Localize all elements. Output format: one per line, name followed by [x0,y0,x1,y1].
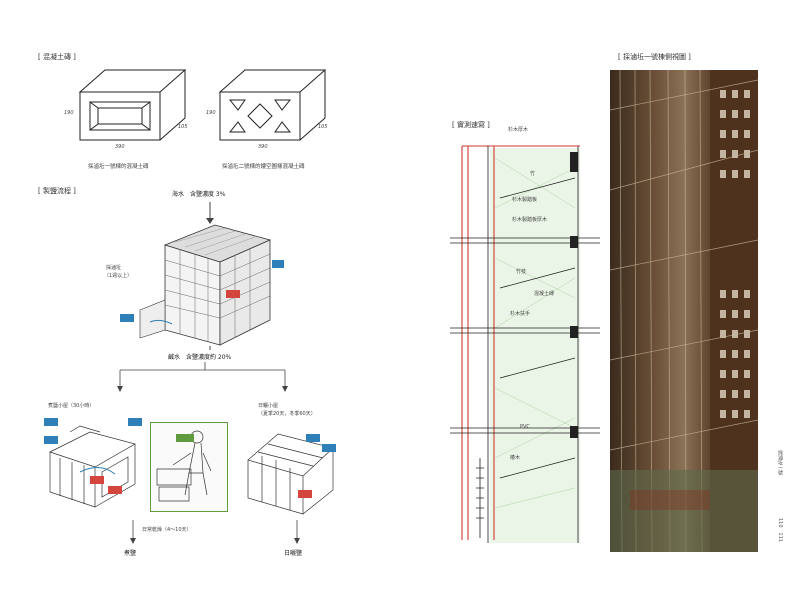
hut-tag-2 [128,418,142,426]
brick1-dim-width: 390 [115,144,125,150]
inset-tag [176,434,194,442]
brick-sketch-2 [218,69,327,141]
running-head: 採滷坵一號 [777,450,783,475]
sketch-label-4: 竹枝 [516,269,527,275]
section-label-process: [ 製鹽流程 ] [38,187,76,195]
sketch-label-2: 杉木製踏板 [512,197,538,203]
tower-tag-1 [272,260,284,268]
sketch-label-3: 杉木製踏板厚木 [512,217,548,223]
tower-illustration [139,202,272,350]
flow-output-brine: 鹹水 含鹽濃度約 20% [168,354,232,361]
brick1-dim-height: 190 [64,110,74,116]
drying-tag-2 [322,444,336,452]
brick1-caption: 採滷坵一號棟的混凝土磚 [88,164,149,170]
boiling-hut-sketch [49,425,136,508]
flow-branch-lines [117,362,288,392]
section-label-brick: [ 混凝土磚 ] [38,53,76,61]
branch-right-label-2: （夏季20天，冬季60天） [258,411,316,417]
branch-left-label: 煮鹽小屋（30小時） [48,403,95,409]
sketch-label-5: 混凝土磚 [534,291,555,297]
section-label-photo: [ 採滷坵一號棟側視圖 ] [618,53,691,61]
brick2-dim-depth: 105 [318,124,328,130]
brick1-dim-depth: 105 [178,124,188,130]
sketch-label-0: 杉木厚木 [508,127,529,133]
drying-tag-3 [298,490,312,498]
branch-right-label-1: 日曬小屋 [258,403,279,409]
brick2-caption: 採滷坵二號棟的鏤空圖樣混凝土磚 [222,164,305,170]
page-number: 110 111 [777,518,783,543]
end-right-sun-salt: 日曬鹽 [284,550,303,557]
drying-tag-1 [306,434,320,442]
survey-sketch [450,145,600,543]
arrow-right-down [294,520,300,544]
hut-tag-3 [44,436,58,444]
tower-label-2: （1週以上） [104,273,133,279]
hut-tag-4 [90,476,104,484]
sketch-label-7: PVC [520,424,530,430]
sketch-label-1: 竹 [530,171,536,177]
brick2-dim-height: 190 [206,110,216,116]
flow-input-seawater: 海水 含鹽濃度 3% [172,191,226,198]
hut-tag-5 [108,486,122,494]
brick2-dim-width: 390 [258,144,268,150]
sketch-label-6: 杉木扶手 [510,311,531,317]
tower-tag-3 [120,314,134,322]
section-label-survey: [ 實測速寫 ] [452,121,490,129]
tower-side-photo [610,70,758,552]
brick-sketch-1 [78,69,187,141]
sketch-label-8: 椿木 [510,455,521,461]
drying-hut-sketch [247,433,334,515]
tower-label-1: 採滷坵 [106,265,122,271]
hut-tag-1 [44,418,58,426]
tower-tag-2 [226,290,240,298]
left-bottom-note: 日常乾燥（4～10天） [142,527,192,533]
end-left-boiled-salt: 煮鹽 [124,550,137,557]
arrow-left-down [130,520,136,544]
